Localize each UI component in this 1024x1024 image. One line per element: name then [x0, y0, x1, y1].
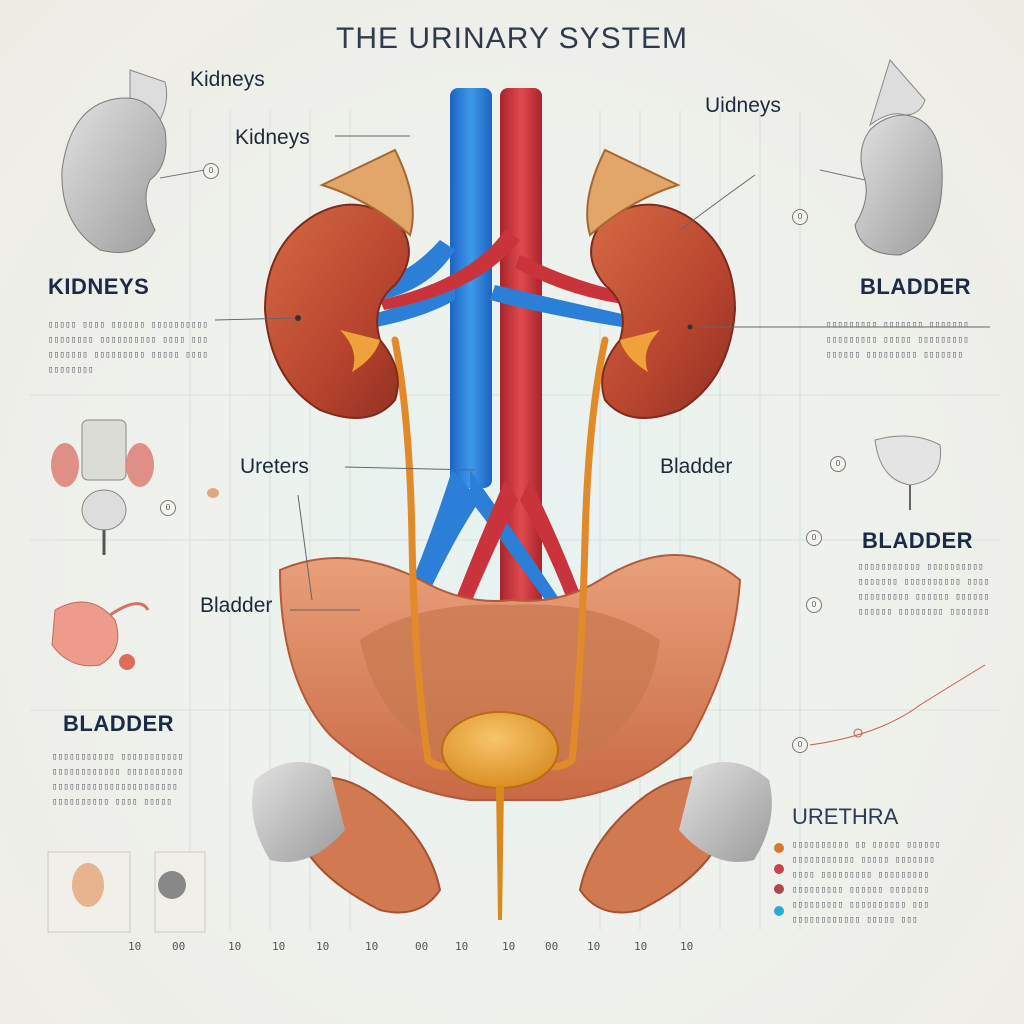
pointer-kidney-left — [295, 315, 301, 321]
tick-label: 10 — [634, 940, 648, 953]
left-ureter — [391, 336, 464, 771]
tick-label: 10 — [365, 940, 379, 953]
small-bladder-pink — [51, 601, 119, 667]
filler-text-right-1: ▯▯▯▯▯▯▯▯▯ ▯▯▯▯▯▯▯ ▯▯▯▯▯▯▯▯▯▯▯▯▯▯▯▯ ▯▯▯▯▯… — [826, 320, 969, 360]
right-adrenal-gland — [586, 148, 681, 237]
tick-label: 00 — [545, 940, 559, 953]
label-kidneys-2: Kidneys — [235, 126, 310, 149]
legend-dot-2 — [774, 864, 784, 874]
label-kidneys-bold: KIDNEYS — [48, 274, 150, 299]
small-bladder-right — [874, 435, 942, 486]
circle-marker-5: 0 — [806, 530, 822, 546]
circle-marker-2: 0 — [792, 209, 808, 225]
thumb-box-1-organ — [72, 863, 104, 907]
urethra-tube — [496, 786, 504, 920]
label-urethra: URETHRA — [792, 804, 899, 829]
bottom-tick-row: 10 00 10 10 10 10 00 10 10 00 10 10 10 — [0, 940, 1024, 960]
tick-label: 00 — [415, 940, 429, 953]
pointer-urethra — [853, 728, 863, 738]
legend-dot-1 — [774, 843, 784, 853]
label-ureters: Ureters — [240, 455, 309, 478]
vena-cava — [450, 88, 492, 488]
tick-label: 10 — [455, 940, 469, 953]
left-adrenal-gland — [319, 148, 414, 237]
tick-label: 10 — [272, 940, 286, 953]
pointer-kidney-right — [687, 324, 693, 330]
legend-dot-3 — [774, 884, 784, 894]
left-renal-pelvis — [340, 330, 380, 372]
right-kidney — [590, 203, 737, 419]
left-femur-head — [252, 762, 345, 862]
thumb-kidney-left — [51, 443, 79, 487]
filler-text-left-2: ▯▯▯▯▯▯▯▯▯▯▯ ▯▯▯▯▯▯▯▯▯▯▯▯▯▯▯▯▯▯▯▯▯▯▯ ▯▯▯▯… — [52, 752, 184, 807]
filler-text-urethra: ▯▯▯▯▯▯▯▯▯▯ ▯▯ ▯▯▯▯▯ ▯▯▯▯▯▯▯▯▯▯▯▯▯▯▯▯▯ ▯▯… — [792, 840, 941, 925]
label-uidneys: Uidneys — [705, 94, 781, 117]
circle-marker-6: 0 — [806, 597, 822, 613]
thumb-bladder — [81, 489, 127, 531]
small-kidney-left — [61, 97, 167, 253]
pointer-blob — [207, 488, 219, 498]
filler-text-right-2: ▯▯▯▯▯▯▯▯▯▯▯ ▯▯▯▯▯▯▯▯▯▯▯▯▯▯▯▯▯ ▯▯▯▯▯▯▯▯▯▯… — [858, 562, 990, 617]
label-bladder-left-bold: BLADDER — [63, 711, 175, 736]
bladder — [441, 711, 559, 789]
small-kidney-right — [854, 114, 943, 256]
left-renal-artery — [380, 230, 520, 310]
tick-label: 10 — [128, 940, 142, 953]
small-bladder-duct — [109, 602, 150, 617]
small-kidney-left-vessel — [159, 169, 206, 179]
left-kidney — [263, 203, 410, 419]
label-bladder-top-right: BLADDER — [860, 274, 972, 299]
page-title: THE URINARY SYSTEM — [336, 22, 688, 55]
tick-label: 00 — [172, 940, 186, 953]
circle-marker-7: 0 — [792, 737, 808, 753]
right-ureter — [536, 336, 609, 771]
tick-label: 10 — [680, 940, 694, 953]
circle-marker-1: 0 — [203, 163, 219, 179]
pelvic-cavity — [360, 604, 660, 770]
thumb-box-2-organ — [158, 871, 186, 899]
thumb-kidney-right — [126, 443, 154, 487]
circle-marker-4: 0 — [830, 456, 846, 472]
small-kidney-right-vessel — [819, 169, 866, 181]
tick-label: 10 — [228, 940, 242, 953]
circle-marker-3: 0 — [160, 500, 176, 516]
small-bladder-node — [119, 654, 135, 670]
legend-dot-4 — [774, 906, 784, 916]
tick-label: 10 — [502, 940, 516, 953]
tick-label: 10 — [587, 940, 601, 953]
tick-label: 10 — [316, 940, 330, 953]
leader-lines — [214, 135, 990, 746]
label-bladder-right: BLADDER — [862, 528, 974, 553]
right-renal-pelvis — [620, 330, 660, 372]
right-renal-artery — [515, 255, 640, 306]
thumb-bladder-top — [81, 419, 127, 481]
right-femur-head — [679, 762, 772, 862]
label-bladder-left: Bladder — [200, 594, 273, 617]
filler-text-left-1: ▯▯▯▯▯ ▯▯▯▯ ▯▯▯▯▯▯ ▯▯▯▯▯▯▯▯▯▯▯▯▯▯▯▯▯▯ ▯▯▯… — [48, 320, 209, 375]
label-kidneys-1: Kidneys — [190, 68, 265, 91]
label-bladder-mid: Bladder — [660, 455, 733, 478]
right-renal-vein — [490, 285, 642, 330]
